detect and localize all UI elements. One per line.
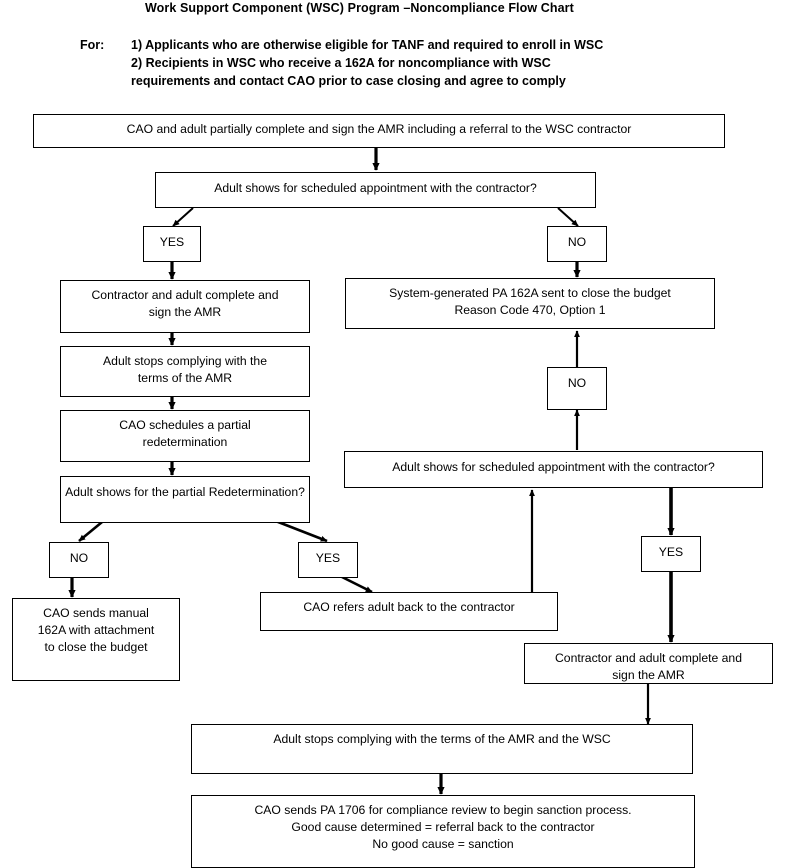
node-contractor-adult-complete-1[interactable]: Contractor and adult complete and sign t…	[60, 280, 310, 333]
node-label: NO	[69, 551, 89, 565]
node-system-generated-162a[interactable]: System-generated PA 162A sent to close t…	[345, 278, 715, 329]
node-adult-shows-partial-redet[interactable]: Adult shows for the partial Redeterminat…	[60, 476, 310, 523]
node-adult-stops-complying-1[interactable]: Adult stops complying with the terms of …	[60, 346, 310, 397]
node-label: YES	[315, 551, 341, 565]
node-cao-sends-manual-162a[interactable]: CAO sends manual 162A with attachment to…	[12, 598, 180, 681]
branch-no-partial-redet[interactable]: NO	[49, 542, 109, 578]
node-cao-schedules-partial-redet[interactable]: CAO schedules a partial redetermination	[60, 410, 310, 462]
node-label: CAO sends PA 1706 for compliance review …	[254, 803, 632, 851]
branch-no-appointment-2[interactable]: NO	[547, 367, 607, 410]
node-label: Contractor and adult complete and sign t…	[555, 651, 742, 682]
node-label: CAO sends manual 162A with attachment to…	[37, 606, 155, 654]
branch-yes-appointment-1[interactable]: YES	[143, 226, 201, 262]
node-cao-refers-adult-back[interactable]: CAO refers adult back to the contractor	[260, 592, 558, 631]
node-label: YES	[159, 235, 185, 249]
node-cao-sends-pa-1706[interactable]: CAO sends PA 1706 for compliance review …	[191, 795, 695, 868]
node-contractor-adult-complete-2[interactable]: Contractor and adult complete and sign t…	[524, 643, 773, 684]
node-label: Adult shows for scheduled appointment wi…	[214, 181, 537, 195]
node-label: Adult shows for the partial Redeterminat…	[65, 485, 305, 499]
header-item-1: 1) Applicants who are otherwise eligible…	[131, 38, 604, 52]
node-adult-shows-appointment-2[interactable]: Adult shows for scheduled appointment wi…	[344, 451, 763, 488]
header-for-label: For:	[80, 38, 105, 52]
node-adult-shows-appointment-1[interactable]: Adult shows for scheduled appointment wi…	[155, 172, 596, 208]
node-label: Adult stops complying with the terms of …	[103, 354, 267, 385]
node-label: System-generated PA 162A sent to close t…	[389, 286, 671, 317]
node-adult-stops-complying-2[interactable]: Adult stops complying with the terms of …	[191, 724, 693, 774]
node-label: CAO and adult partially complete and sig…	[126, 122, 632, 136]
branch-yes-partial-redet[interactable]: YES	[298, 542, 358, 578]
page-title: Work Support Component (WSC) Program –No…	[145, 1, 574, 15]
node-label: CAO schedules a partial redetermination	[119, 418, 251, 449]
branch-no-appointment-1[interactable]: NO	[547, 226, 607, 262]
node-label: Adult shows for scheduled appointment wi…	[392, 460, 715, 474]
node-label: CAO refers adult back to the contractor	[303, 600, 515, 614]
node-label: NO	[567, 235, 587, 249]
branch-yes-appointment-2[interactable]: YES	[641, 536, 701, 572]
node-label: NO	[567, 376, 587, 390]
node-label: YES	[658, 545, 684, 559]
header-item-3: requirements and contact CAO prior to ca…	[131, 74, 566, 88]
node-label: Adult stops complying with the terms of …	[273, 732, 611, 746]
header-item-2: 2) Recipients in WSC who receive a 162A …	[131, 56, 551, 70]
node-cao-adult-partially-complete[interactable]: CAO and adult partially complete and sig…	[33, 114, 725, 148]
node-label: Contractor and adult complete and sign t…	[91, 288, 279, 319]
